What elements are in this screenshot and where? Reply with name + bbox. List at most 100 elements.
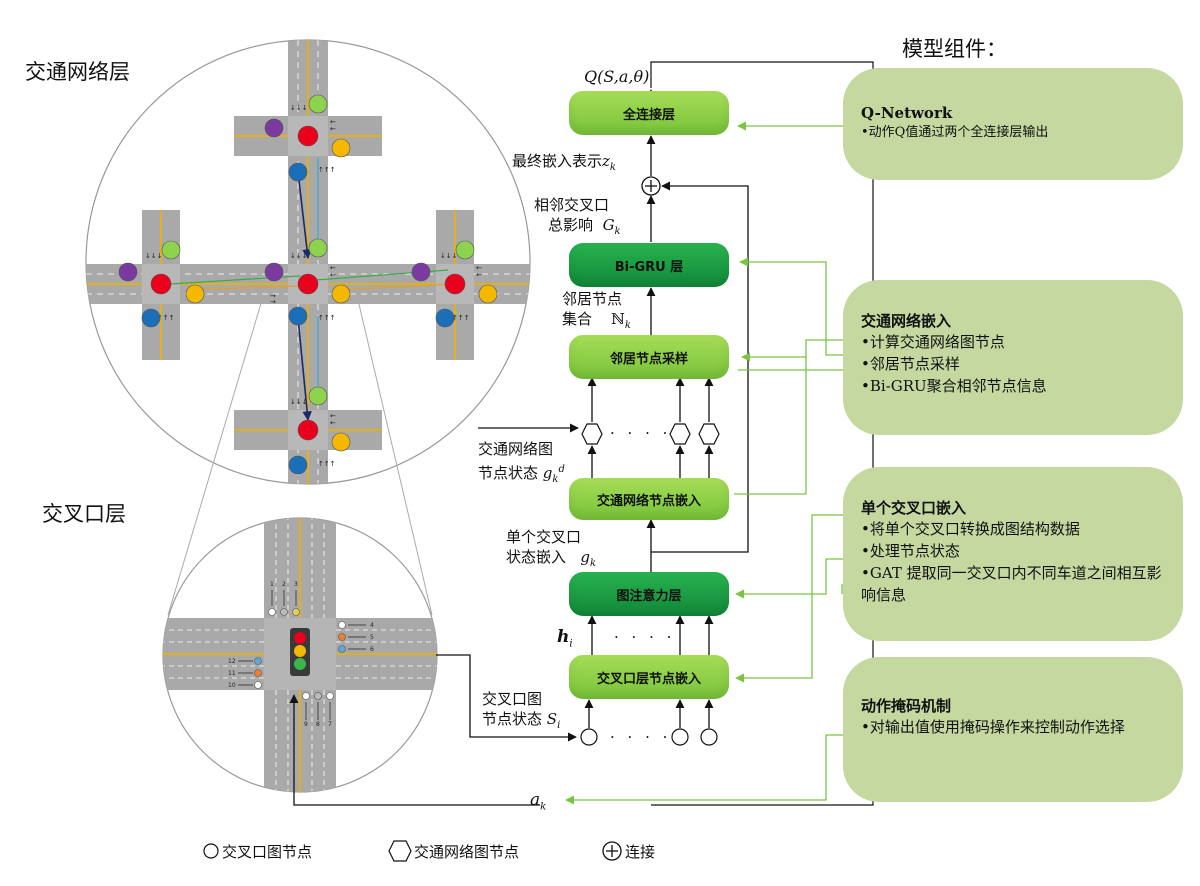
single-intersection-item-3: •GAT 提取同一交叉口内不同车道之间相互影响信息 [861,564,1162,604]
network-graph-nodes [581,423,720,445]
neighbor-sampling-block: 邻居节点采样 [569,335,729,379]
lane-number-11: 11 [228,670,236,677]
network-intersection-center [264,238,351,326]
lane-number-7: 7 [328,721,332,728]
concat-plus-node [641,176,661,196]
intersection-state-label-line1: 交叉口图 [482,690,543,708]
action-mask-panel: 动作掩码机制 •对输出值使用掩码操作来控制动作选择 [843,657,1183,802]
single-state-label-line1: 单个交叉口 [506,528,582,546]
intersection-layer-title: 交叉口层 [42,502,126,526]
lane-number-3: 3 [294,581,298,588]
hidden-state-label: hi [557,627,573,650]
intersection-layer: 1 2 3 4 5 6 7 8 9 10 11 12 [162,517,438,793]
svg-text:→: → [270,292,276,300]
neighbor-set-label-line2: 集合 ℕk [562,310,631,331]
network-layer-title: 交通网络层 [25,60,130,84]
legend-hexagon-label: 交通网络图节点 [414,843,520,861]
lane-number-4: 4 [370,622,374,629]
model-components-header: 模型组件： [902,37,1007,61]
intersection-graph-nodes [580,728,718,746]
lane-number-8: 8 [316,721,320,728]
lane-number-5: 5 [370,634,374,641]
action-mask-title: 动作掩码机制 [861,697,952,715]
hexagon-ellipsis: · · · · [610,424,672,442]
svg-text:←: ← [330,118,336,126]
zoom-line-left [167,299,263,616]
svg-text:↑↑↑: ↑↑↑ [318,166,336,174]
lane-number-9: 9 [304,721,308,728]
lane-number-10: 10 [228,682,236,689]
network-state-label-line1: 交通网络图 [478,440,554,458]
single-intersection-title: 单个交叉口嵌入 [861,499,967,517]
network-embedding-title: 交通网络嵌入 [861,312,952,330]
graph-attention-layer: 图注意力层 [569,572,729,616]
action-label: ak [530,790,547,813]
legend-plus-label: 连接 [625,843,656,861]
legend-circle-label: 交叉口图节点 [222,843,313,861]
final-embedding-label: 最终嵌入表示zk [512,152,616,173]
svg-text:↓↓↓: ↓↓↓ [145,252,163,260]
neighbor-set-label-line1: 邻居节点 [562,290,623,308]
network-intersection-left [118,240,205,328]
network-embedding-item-1: •计算交通网络图节点 [861,333,1005,351]
network-embedding-item-3: •Bi-GRU聚合相邻节点信息 [861,377,1047,395]
svg-text:↓↓↓: ↓↓↓ [290,104,308,112]
neighbor-influence-label-line2: 总影响 Gk [548,216,621,237]
svg-text:↑↑↑: ↑↑↑ [318,314,336,322]
network-intersection-top [264,94,351,182]
single-intersection-item-2: •处理节点状态 [861,542,960,560]
circle-node-2 [671,728,689,746]
legend-plus-icon [602,841,622,861]
svg-text:↓↓↓: ↓↓↓ [440,252,458,260]
q-network-item-1: •动作Q值通过两个全连接层输出 [861,125,1049,140]
network-intersection-right [411,240,498,328]
lane-number-2: 2 [282,581,286,588]
action-mask-item-1: •对输出值使用掩码操作来控制动作选择 [861,718,1125,736]
legend-circle-icon [203,843,219,859]
q-network-title: Q-Network [861,104,953,122]
network-node-embedding-block: 交通网络节点嵌入 [569,478,729,520]
svg-text:↓↓↓: ↓↓↓ [290,252,308,260]
intersection-node-embedding-block: 交叉口层节点嵌入 [569,655,729,699]
svg-text:←: ← [330,125,336,133]
zoom-line-right [357,299,433,616]
single-state-label-line2: 状态嵌入 gk [506,548,596,569]
network-state-label-line2: 节点状态 gkd [478,464,565,485]
q-value-label: Q(S,a,θ) [584,67,650,86]
traffic-network-layer: ↓↓↓↑↑↑ ↓↓↓↑↑↑ ↓↓↓↑↑↑ ↓↓↓↑↑↑ ↓↓↓↑↑↑ ←← ←←… [85,39,531,485]
network-embedding-item-2: •邻居节点采样 [861,355,960,373]
fully-connected-layer: 全连接层 [569,91,729,135]
lane-number-12: 12 [228,658,236,665]
hexagon-node-1 [581,423,603,445]
svg-text:←: ← [330,264,336,272]
svg-text:←: ← [330,419,336,427]
component-links [565,121,862,805]
svg-text:→: → [270,298,276,306]
svg-text:↑↑↑: ↑↑↑ [157,314,175,322]
lane-number-6: 6 [370,646,374,653]
single-intersection-item-1: •将单个交叉口转换成图结构数据 [861,520,1080,538]
q-network-panel: Q-Network •动作Q值通过两个全连接层输出 [843,68,1183,180]
network-intersection-bottom [288,386,351,475]
svg-text:←: ← [330,412,336,420]
circle-node-1 [580,728,598,746]
hexagon-node-3 [698,423,720,445]
legend-hexagon-icon [388,840,412,862]
flow-arrows [289,61,874,806]
network-embedding-panel: 交通网络嵌入 •计算交通网络图节点 •邻居节点采样 •Bi-GRU聚合相邻节点信… [843,280,1183,435]
circle-ellipsis: · · · · [610,728,672,746]
svg-text:↓↓↓: ↓↓↓ [290,398,308,406]
single-intersection-panel: 单个交叉口嵌入 •将单个交叉口转换成图结构数据 •处理节点状态 •GAT 提取同… [843,467,1183,641]
hidden-ellipsis: · · · · [614,628,676,646]
neighbor-influence-label-line1: 相邻交叉口 [534,196,610,214]
lane-number-1: 1 [270,581,274,588]
svg-text:↑↑↑: ↑↑↑ [452,314,470,322]
svg-text:←: ← [476,264,482,272]
circle-node-3 [700,728,718,746]
intersection-state-label-line2: 节点状态 Si [482,710,561,731]
svg-text:←: ← [330,271,336,279]
hexagon-node-2 [669,423,691,445]
bigru-layer: Bi-GRU 层 [569,243,729,287]
svg-text:↑↑↑: ↑↑↑ [318,460,336,468]
